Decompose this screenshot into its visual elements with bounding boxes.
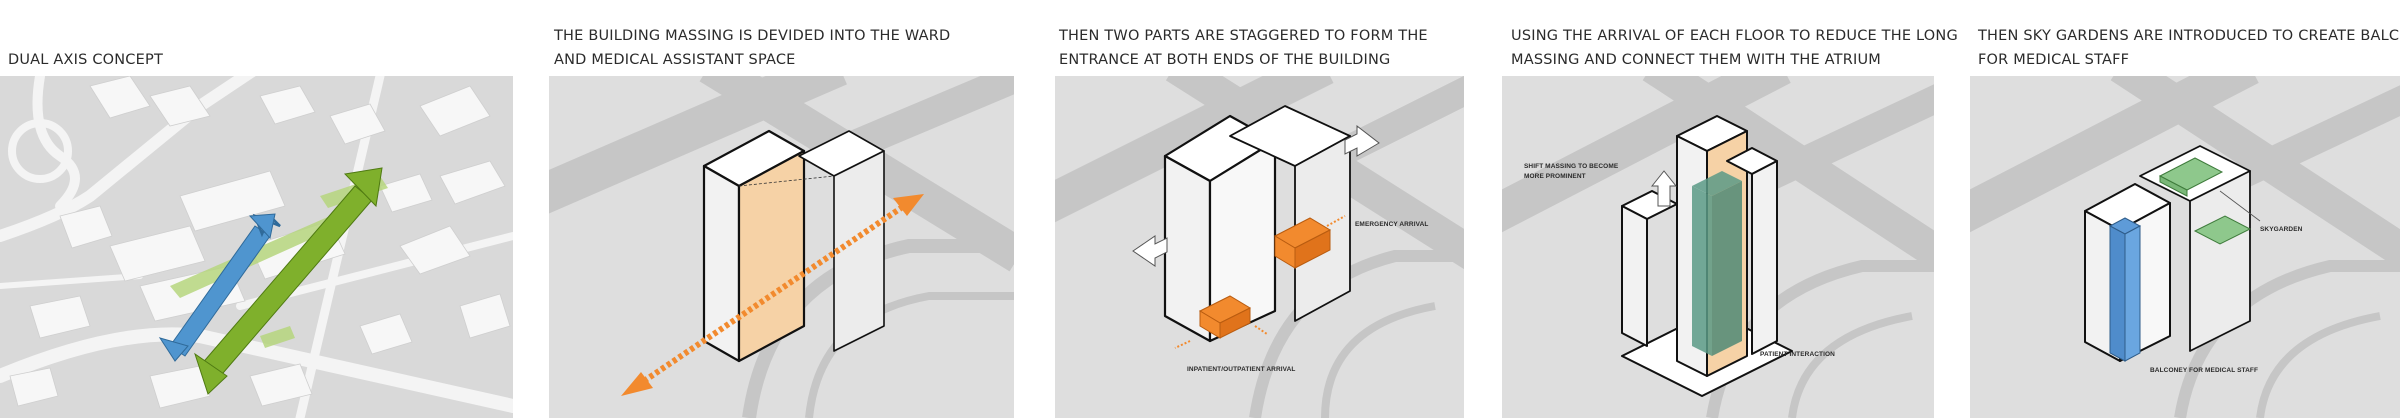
caption-line: MASSING AND CONNECT THEM WITH THE ATRIUM bbox=[1511, 52, 1882, 68]
site-plan-diagram bbox=[0, 76, 513, 418]
atrium-diagram: SHIFT MASSING TO BECOME MORE PROMINENT P… bbox=[1502, 76, 1934, 418]
label-patient-interaction: PATIENT INTERACTION bbox=[1760, 351, 1835, 358]
massing-division-diagram bbox=[549, 76, 1014, 418]
caption-1: DUAL AXIS CONCEPT bbox=[8, 48, 163, 72]
green-axis-arrow bbox=[194, 167, 383, 395]
caption-3: THEN TWO PARTS ARE STAGGERED TO FORM THE… bbox=[1059, 24, 1428, 72]
caption-line: DUAL AXIS CONCEPT bbox=[8, 52, 163, 68]
caption-line: THEN TWO PARTS ARE STAGGERED TO FORM THE bbox=[1059, 28, 1428, 44]
sky-garden-panel: SKYGARDEN BALCONEY FOR MEDICAL STAFF bbox=[1970, 76, 2400, 418]
caption-line: USING THE ARRIVAL OF EACH FLOOR TO REDUC… bbox=[1511, 28, 1958, 44]
label-shift-line-1: SHIFT MASSING TO BECOME bbox=[1524, 163, 1619, 170]
label-skygarden: SKYGARDEN bbox=[2260, 226, 2303, 233]
caption-4: USING THE ARRIVAL OF EACH FLOOR TO REDUC… bbox=[1511, 24, 1958, 72]
caption-line: AND MEDICAL ASSISTANT SPACE bbox=[554, 52, 796, 68]
sky-garden-diagram: SKYGARDEN BALCONEY FOR MEDICAL STAFF bbox=[1970, 76, 2400, 418]
entrance-panel: EMERGENCY ARRIVAL INPATIENT/OUTPATIENT A… bbox=[1055, 76, 1464, 418]
label-inpatient-arrival: INPATIENT/OUTPATIENT ARRIVAL bbox=[1187, 366, 1295, 373]
caption-line: ENTRANCE AT BOTH ENDS OF THE BUILDING bbox=[1059, 52, 1391, 68]
blue-axis-arrow bbox=[158, 213, 281, 362]
atrium-panel: SHIFT MASSING TO BECOME MORE PROMINENT P… bbox=[1502, 76, 1934, 418]
label-emergency-arrival: EMERGENCY ARRIVAL bbox=[1355, 221, 1428, 228]
caption-2: THE BUILDING MASSING IS DEVIDED INTO THE… bbox=[554, 24, 950, 72]
caption-5: THEN SKY GARDENS ARE INTRODUCED TO CREAT… bbox=[1978, 24, 2400, 72]
caption-line: FOR MEDICAL STAFF bbox=[1978, 52, 2130, 68]
caption-line: THE BUILDING MASSING IS DEVIDED INTO THE… bbox=[554, 28, 951, 44]
site-plan-panel bbox=[0, 76, 513, 418]
caption-line: THEN SKY GARDENS ARE INTRODUCED TO CREAT… bbox=[1978, 28, 2400, 44]
label-balcony: BALCONEY FOR MEDICAL STAFF bbox=[2150, 367, 2258, 374]
entrance-diagram: EMERGENCY ARRIVAL INPATIENT/OUTPATIENT A… bbox=[1055, 76, 1464, 418]
orange-axis-arrow bbox=[621, 194, 924, 396]
label-shift-line-2: MORE PROMINENT bbox=[1524, 173, 1586, 180]
massing-division-panel bbox=[549, 76, 1014, 418]
